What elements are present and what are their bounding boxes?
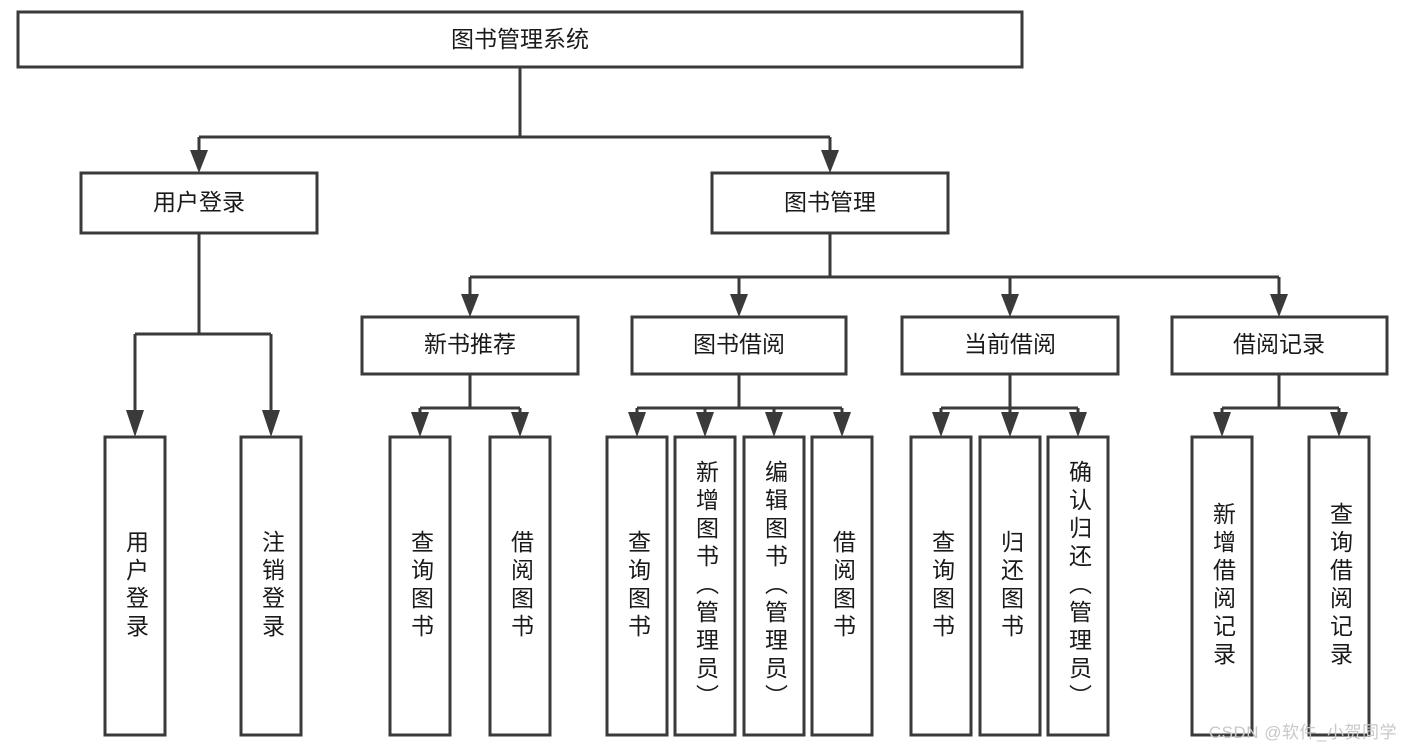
leaf-box-current-borrow-2[interactable] xyxy=(1046,435,1110,737)
arrow-head-new-book-leaf-0 xyxy=(411,412,429,437)
arrow-head-new-book-leaf-1 xyxy=(511,412,529,437)
arrow-head-user-login-leaf-1 xyxy=(262,410,280,437)
node-root-label: 图书管理系统 xyxy=(451,26,589,52)
node-user-login-box xyxy=(79,171,319,235)
node-current-borrow[interactable]: 当前借阅 xyxy=(900,315,1120,376)
leaf-box-borrow-record-0[interactable] xyxy=(1190,435,1254,737)
arrow-head-user-login xyxy=(190,150,208,173)
arrow-head-user-login-leaf-0 xyxy=(126,410,144,437)
arrow-head-book-borrow-leaf-1 xyxy=(696,412,714,437)
arrow-head-current-borrow xyxy=(1001,294,1019,317)
arrow-head-current-borrow-leaf-0 xyxy=(932,412,950,437)
node-new-book-recommend-label: 新书推荐 xyxy=(424,331,516,357)
node-borrow-record[interactable]: 借阅记录 xyxy=(1170,315,1389,376)
arrow-head-book-borrow-leaf-0 xyxy=(628,412,646,437)
arrow-head-book-borrow-leaf-2 xyxy=(765,412,783,437)
leaf-box-current-borrow-0[interactable] xyxy=(909,435,973,737)
leaf-box-book-borrow-2[interactable] xyxy=(742,435,806,737)
node-borrow-record-box xyxy=(1170,315,1389,376)
leaf-box-current-borrow-1[interactable] xyxy=(978,435,1042,737)
node-book-manage[interactable]: 图书管理 xyxy=(710,171,950,235)
arrow-head-current-borrow-leaf-2 xyxy=(1069,412,1087,437)
arrow-head-book-borrow xyxy=(730,294,748,317)
arrow-head-current-borrow-leaf-1 xyxy=(1001,412,1019,437)
node-user-login[interactable]: 用户登录 xyxy=(79,171,319,235)
node-book-borrow-label: 图书借阅 xyxy=(693,331,785,357)
node-root-box xyxy=(16,10,1024,69)
arrow-head-borrow-record-leaf-1 xyxy=(1330,412,1348,437)
leaf-box-new-book-0[interactable] xyxy=(388,435,452,737)
leaf-box-new-book-1[interactable] xyxy=(488,435,552,737)
node-book-manage-box xyxy=(710,171,950,235)
node-book-manage-label: 图书管理 xyxy=(784,189,876,215)
leaf-box-book-borrow-1[interactable] xyxy=(673,435,737,737)
arrow-head-new-book xyxy=(461,294,479,317)
node-borrow-record-label: 借阅记录 xyxy=(1233,331,1325,357)
arrow-head-borrow-record xyxy=(1270,294,1288,317)
arrow-head-book-manage xyxy=(821,150,839,173)
node-user-login-label: 用户登录 xyxy=(153,189,245,215)
node-book-borrow-box xyxy=(630,315,848,376)
leaf-box-book-borrow-0[interactable] xyxy=(605,435,669,737)
leaf-box-book-borrow-3[interactable] xyxy=(810,435,874,737)
arrow-head-book-borrow-leaf-3 xyxy=(833,412,851,437)
node-current-borrow-label: 当前借阅 xyxy=(964,331,1056,357)
watermark-text: CSDN @软件_小贺同学 xyxy=(1208,723,1397,742)
leaf-box-borrow-record-1[interactable] xyxy=(1307,435,1371,737)
node-current-borrow-box xyxy=(900,315,1120,376)
node-new-book-recommend[interactable]: 新书推荐 xyxy=(360,315,580,376)
node-new-book-recommend-box xyxy=(360,315,580,376)
node-root[interactable]: 图书管理系统 xyxy=(16,10,1024,69)
leaf-box-user-login-1[interactable] xyxy=(239,435,303,737)
arrow-head-borrow-record-leaf-0 xyxy=(1213,412,1231,437)
node-book-borrow[interactable]: 图书借阅 xyxy=(630,315,848,376)
leaf-box-user-login-0[interactable] xyxy=(103,435,167,737)
